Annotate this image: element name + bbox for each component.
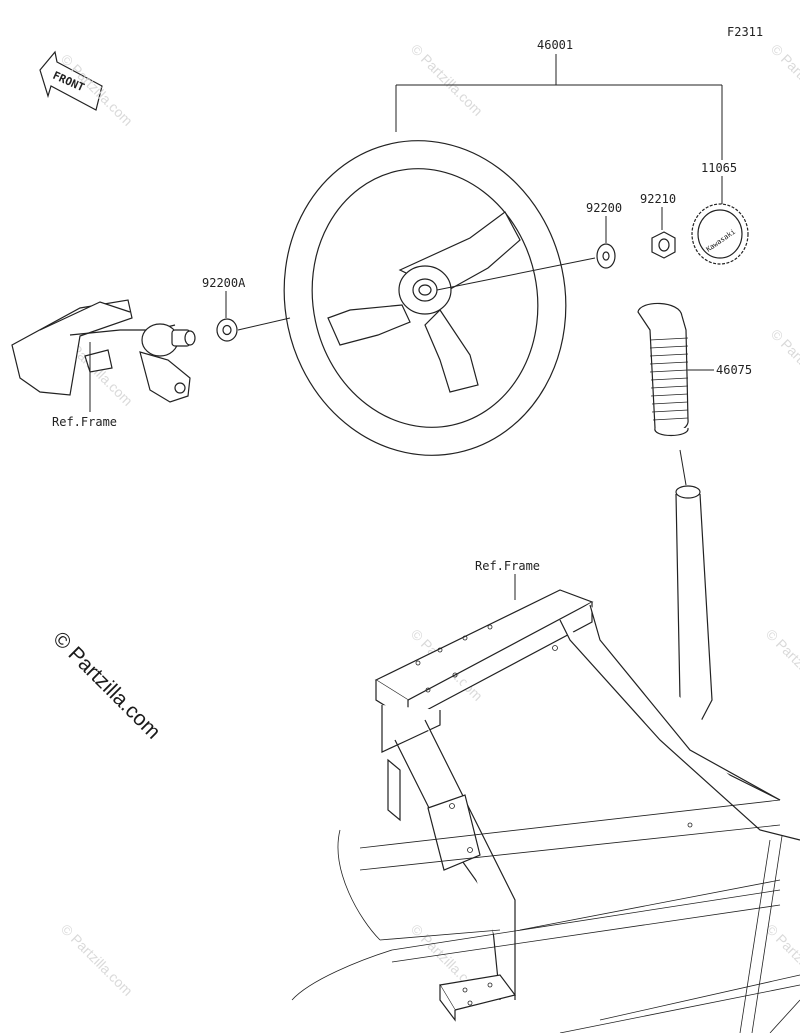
part-label-92200a: 92200A bbox=[202, 276, 246, 290]
part-label-46001: 46001 bbox=[537, 38, 573, 52]
steering-wheel bbox=[283, 140, 596, 456]
callout-46001: 46001 bbox=[395, 38, 723, 160]
nut-92210: 92210 bbox=[640, 192, 676, 259]
emblem-11065: 11065 Kawasaki bbox=[691, 161, 749, 265]
part-label-46075: 46075 bbox=[716, 363, 752, 377]
watermark-3: © Partzilla.com bbox=[768, 41, 800, 119]
ref-frame-label-bottom: Ref.Frame bbox=[475, 559, 540, 573]
figure-code: F2311 bbox=[727, 25, 763, 39]
washer-92200: 92200 bbox=[586, 201, 622, 269]
watermark-9: © Partzilla.com bbox=[58, 921, 136, 999]
washer-92200a: 92200A bbox=[202, 276, 291, 342]
part-label-11065: 11065 bbox=[701, 161, 737, 175]
steering-column: Ref.Frame bbox=[11, 299, 196, 429]
watermark-8: © Partzilla.com bbox=[763, 626, 800, 704]
watermark-11: © Partzilla.com bbox=[763, 921, 800, 999]
grip-46075: 46075 bbox=[637, 302, 752, 486]
watermark-2: © Partzilla.com bbox=[408, 41, 486, 119]
part-label-92200: 92200 bbox=[586, 201, 622, 215]
ref-frame-label-left: Ref.Frame bbox=[52, 415, 117, 429]
frame-ref-bottom: Ref.Frame bbox=[475, 559, 540, 600]
part-label-92210: 92210 bbox=[640, 192, 676, 206]
vehicle-frame bbox=[291, 589, 800, 1033]
partzilla-watermark-large: © Partzilla.com bbox=[48, 627, 164, 743]
watermark-6: © Partzilla.com bbox=[768, 326, 800, 404]
